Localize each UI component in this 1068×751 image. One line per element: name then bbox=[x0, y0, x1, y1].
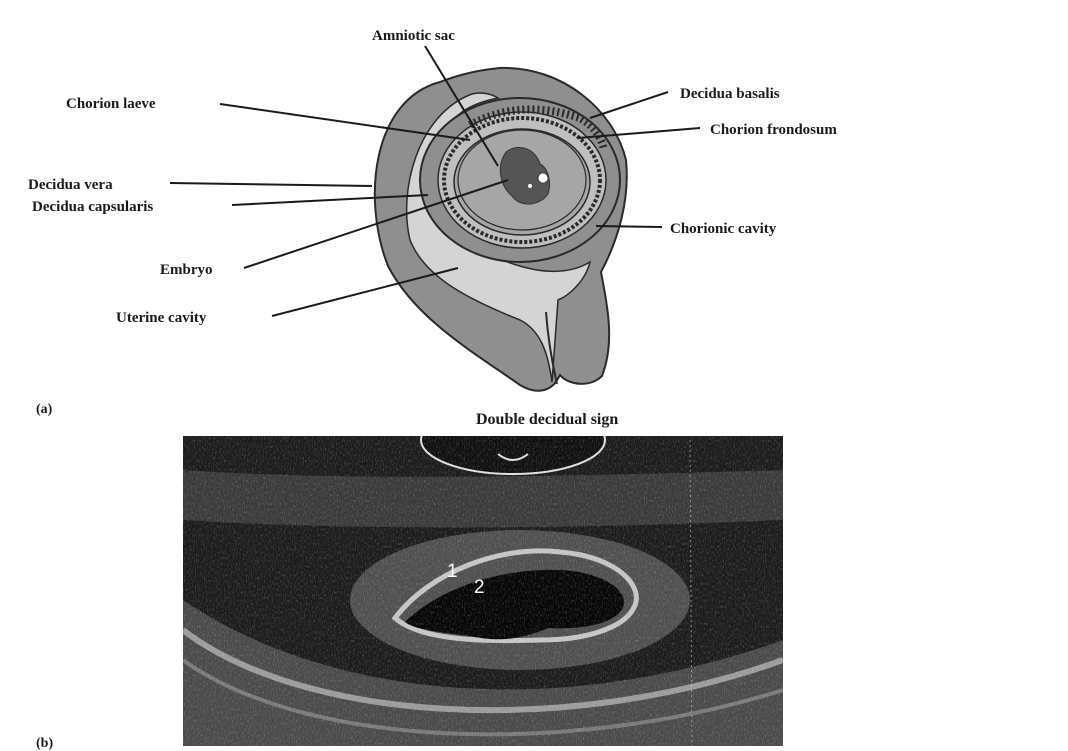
label-amniotic-sac: Amniotic sac bbox=[372, 28, 455, 44]
leader-decidua-vera bbox=[170, 183, 372, 186]
panel-b-label: (b) bbox=[36, 736, 53, 751]
label-chorion-frondosum: Chorion frondosum bbox=[710, 122, 837, 138]
uterus-diagram bbox=[375, 68, 627, 391]
leader-decidua-basalis bbox=[590, 92, 668, 118]
label-decidua-vera: Decidua vera bbox=[28, 177, 113, 193]
panel-a-label: (a) bbox=[36, 402, 53, 417]
ultrasound-caption: Double decidual sign bbox=[476, 411, 618, 428]
label-chorionic-cavity: Chorionic cavity bbox=[670, 221, 777, 237]
vitelline-dot bbox=[528, 184, 532, 188]
label-embryo: Embryo bbox=[160, 262, 213, 278]
leader-chorionic-cavity bbox=[596, 226, 662, 227]
label-uterine-cavity: Uterine cavity bbox=[116, 310, 207, 326]
label-decidua-capsularis: Decidua capsularis bbox=[32, 199, 153, 215]
ultrasound-marker-2: 2 bbox=[474, 577, 485, 598]
label-decidua-basalis: Decidua basalis bbox=[680, 86, 780, 102]
yolk-sac bbox=[538, 173, 548, 183]
ultrasound-image: 1 2 bbox=[183, 406, 783, 746]
ultrasound-marker-1: 1 bbox=[447, 561, 458, 582]
label-chorion-laeve: Chorion laeve bbox=[66, 96, 156, 112]
